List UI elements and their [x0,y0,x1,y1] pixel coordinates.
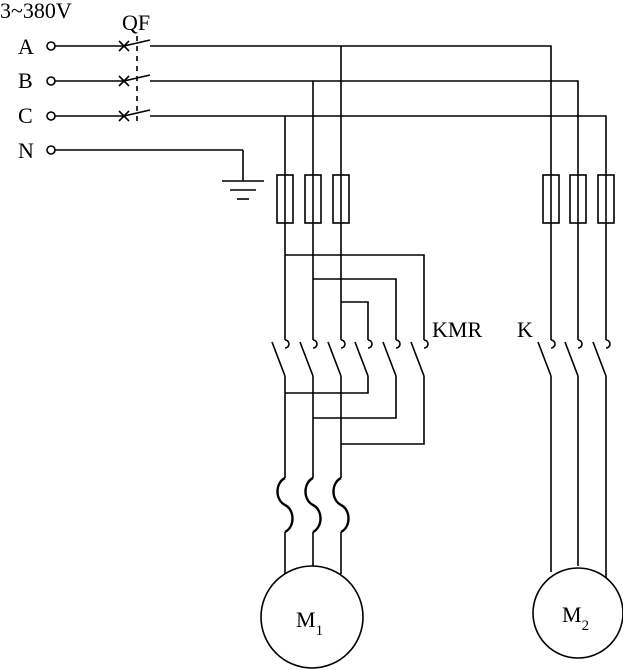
svg-text:M2: M2 [562,602,589,634]
m2-leads [550,376,607,578]
kmr-outputs [284,376,425,478]
supply-label: 3~380V [0,0,72,23]
m1-fuses [276,174,350,224]
m1-to-kmr [284,223,425,340]
m2-letter: M [562,602,582,627]
k-contacts [537,223,611,377]
phase-a-label: A [18,34,34,59]
phase-b-label: B [18,68,33,93]
m1-letter: M [296,607,316,632]
breaker-label: QF [122,10,150,35]
motor-m2: M2 [532,567,623,659]
svg-text:M1: M1 [296,607,323,639]
supply-lines [55,45,243,151]
m1-thermal [276,476,350,534]
m1-feeders [284,46,342,175]
m2-fuses [542,174,615,224]
m1-leads [284,532,342,574]
breaker-qf [118,36,151,122]
ground-symbol [222,150,264,200]
kmr-contacts [271,339,429,377]
k-label: K [517,317,533,342]
phase-c-label: C [18,103,33,128]
supply-terminals [46,41,56,155]
neutral-label: N [18,138,34,163]
kmr-label: KMR [432,317,482,342]
m2-sub: 2 [582,618,590,634]
motor-m1: M1 [260,565,364,669]
bus-lines [150,45,607,180]
m1-sub: 1 [316,623,324,639]
